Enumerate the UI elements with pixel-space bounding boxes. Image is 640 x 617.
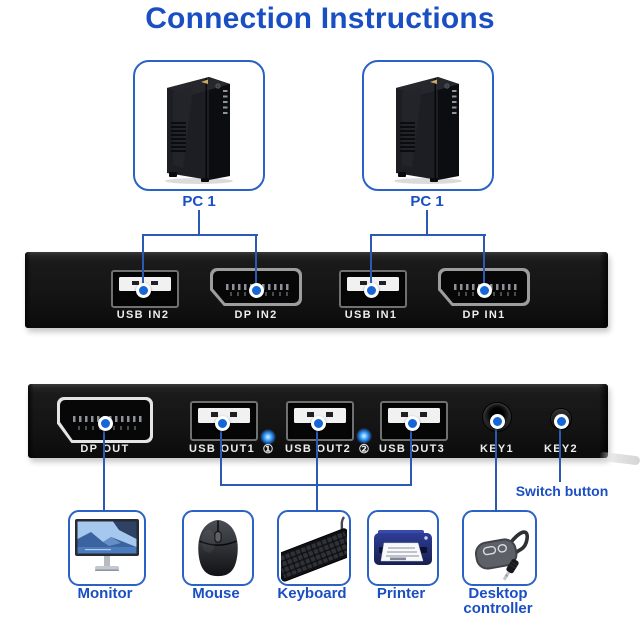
pc1-box (133, 60, 265, 191)
usb-out1-label: USB OUT1 (188, 443, 256, 455)
pc-tower-icon (394, 76, 462, 184)
kvm-top-panel: USB IN2 DP IN2 USB IN1 DP IN1 (25, 252, 608, 328)
connector-line-dp-in2 (255, 234, 257, 290)
usb-out2-port (286, 401, 354, 441)
desktop-controller-box (462, 510, 537, 586)
dp-in1-label: DP IN1 (462, 309, 506, 321)
usb-out3-label: USB OUT3 (378, 443, 446, 455)
pc-tower-icon (165, 76, 233, 184)
printer-label: Printer (376, 585, 426, 602)
pc1-label: PC 1 (182, 193, 216, 210)
connector-dot-usb-out1 (215, 416, 230, 431)
connector-line-usb-in1 (370, 234, 372, 290)
printer-icon (374, 530, 432, 565)
connector-dot-usb-out3 (405, 416, 420, 431)
desktop-controller-label: Desktop controller (463, 585, 533, 617)
led2-symbol: ② (358, 442, 370, 456)
desktop-controller-icon (474, 530, 529, 581)
connector-line-key1 (495, 421, 497, 512)
keyboard-label: Keyboard (277, 585, 347, 602)
cable-shadow (598, 451, 640, 466)
mouse-icon (198, 519, 238, 577)
keyboard-box (277, 510, 351, 586)
connector-dot-usb-in2 (136, 283, 151, 298)
monitor-box (68, 510, 146, 586)
connector-line-pc2-stem (426, 210, 428, 236)
printer-box (367, 510, 439, 586)
usb-in1-label: USB IN1 (344, 309, 398, 321)
connector-dot-usb-in1 (364, 283, 379, 298)
connector-dot-usb-out2 (311, 416, 326, 431)
connector-line-usb-in2 (142, 234, 144, 290)
pc2-box (362, 60, 494, 191)
usb-in2-port (111, 270, 179, 308)
connector-line-usb-out2 (316, 423, 318, 512)
connector-dot-dp-in1 (477, 283, 492, 298)
led-indicator-1 (260, 429, 276, 445)
key2-label: KEY2 (544, 443, 578, 455)
pc2-label: PC 1 (410, 193, 444, 210)
connector-line-usb-out3 (410, 423, 412, 486)
switch-button-note: Switch button (515, 483, 609, 499)
led-indicator-2 (356, 428, 372, 444)
usb-out2-label: USB OUT2 (284, 443, 352, 455)
usb-in2-label: USB IN2 (116, 309, 170, 321)
connector-line-pc2-bar (370, 234, 486, 236)
connector-line-key2 (559, 421, 561, 482)
keyboard-icon (281, 516, 347, 582)
mouse-box (182, 510, 254, 586)
usb-out1-port (190, 401, 258, 441)
connector-line-pc1-bar (142, 234, 258, 236)
led1-symbol: ① (262, 442, 274, 456)
connector-line-usb-out1 (220, 423, 222, 486)
connector-line-dp-out (103, 423, 105, 511)
connector-line-pc1-stem (198, 210, 200, 236)
connector-dot-dp-in2 (249, 283, 264, 298)
mouse-label: Mouse (192, 585, 240, 602)
dp-out-label: DP OUT (80, 443, 130, 455)
page-title: Connection Instructions (145, 2, 495, 35)
monitor-icon (75, 519, 139, 571)
connector-dot-key1 (490, 414, 505, 429)
monitor-label: Monitor (77, 585, 133, 602)
connector-line-dp-in1 (483, 234, 485, 290)
connector-dot-dp-out (98, 416, 113, 431)
connector-dot-key2 (554, 414, 569, 429)
dp-in2-label: DP IN2 (234, 309, 278, 321)
